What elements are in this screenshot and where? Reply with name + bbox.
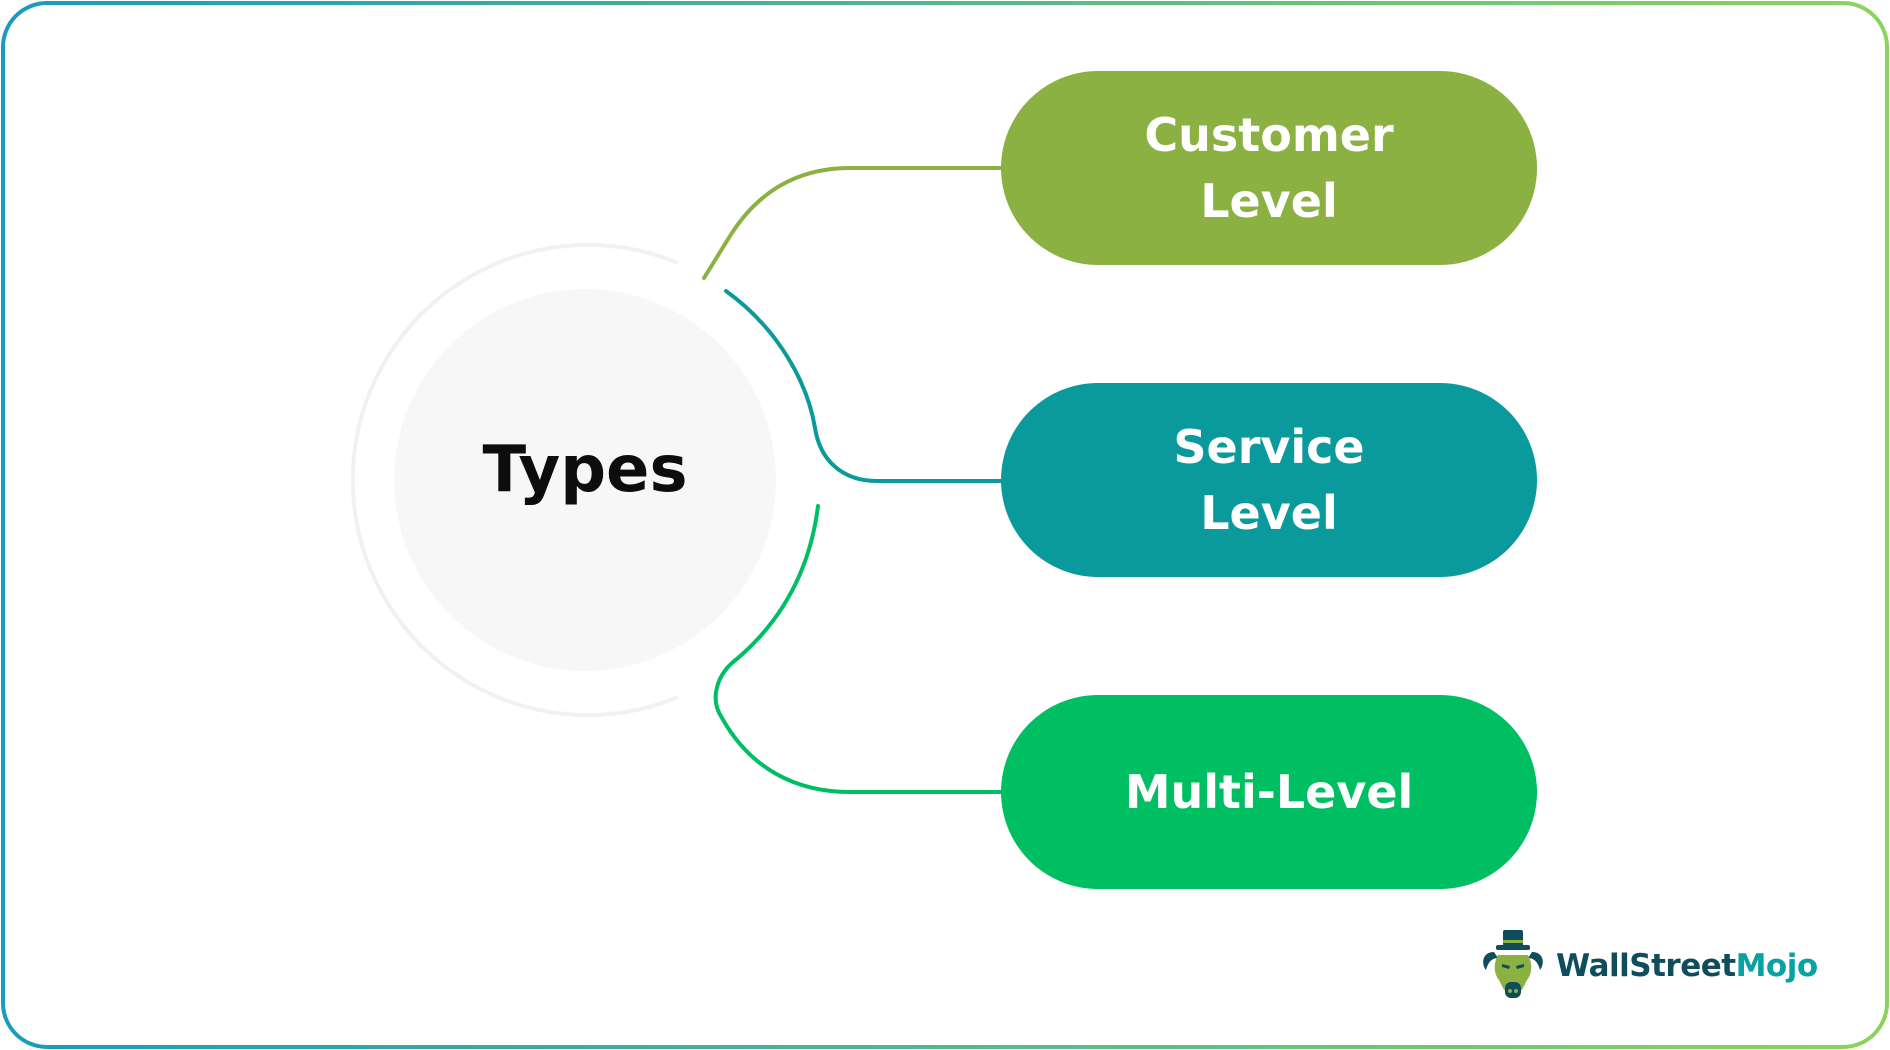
brand-name-part1: WallStreet [1556, 948, 1736, 984]
center-label: Types [482, 433, 688, 507]
bull-with-top-hat-icon [1483, 930, 1543, 998]
connector-multi-level [713, 504, 1003, 794]
brand-name-part2: Mojo [1735, 948, 1819, 984]
center-outer-ring [350, 243, 679, 717]
connector-service-level [724, 289, 1003, 483]
type-pill-service-level: Service Level [1001, 383, 1537, 577]
connector-customer-level [702, 166, 1003, 280]
brand-name: WallStreetMojo [1556, 948, 1818, 984]
type-pill-customer-level: Customer Level [1001, 71, 1537, 265]
brand-logo: WallStreetMojo [1480, 928, 1818, 1004]
center-circle [394, 289, 776, 671]
type-pill-multi-level: Multi-Level [1001, 695, 1537, 889]
